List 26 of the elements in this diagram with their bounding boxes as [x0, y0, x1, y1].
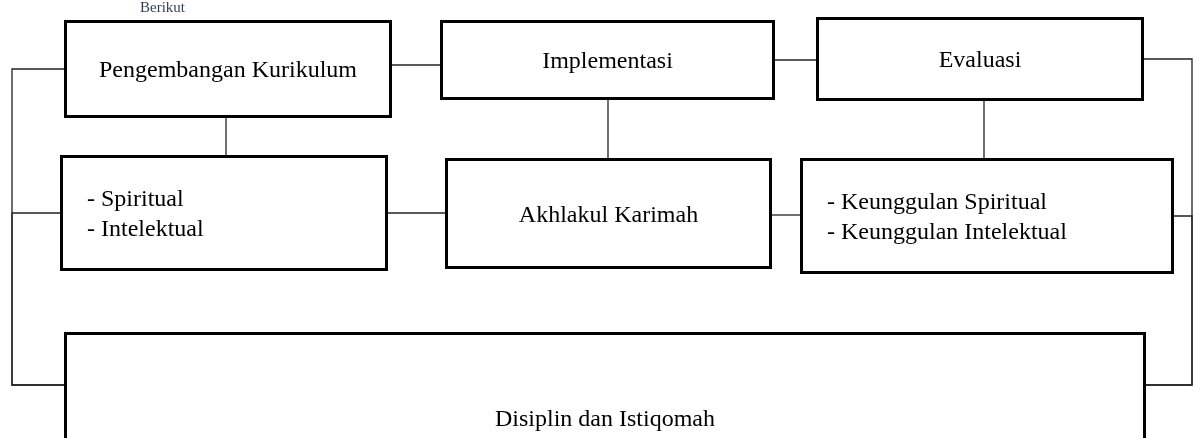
box-text: Implementasi	[542, 46, 673, 75]
wide-box	[64, 332, 1146, 438]
list-item: - Spiritual	[87, 184, 184, 213]
process-box	[445, 158, 772, 269]
connector-line	[387, 212, 446, 214]
connector-line	[391, 64, 441, 66]
process-box	[816, 17, 1144, 101]
box-text: Pengembangan Kurikulum	[99, 55, 357, 84]
list-box	[60, 155, 388, 271]
list-box	[800, 158, 1174, 274]
connector-line	[1145, 215, 1193, 386]
text-label: Berikut	[140, 0, 185, 16]
connector-line	[607, 99, 609, 159]
list-item: - Intelektual	[87, 214, 204, 243]
connector-line	[11, 212, 65, 386]
process-box	[64, 20, 392, 118]
connector-line	[225, 117, 227, 156]
connector-line	[774, 59, 817, 61]
box-text: Evaluasi	[938, 45, 1022, 74]
connector-line	[771, 214, 801, 216]
list-item: - Keunggulan Spiritual	[827, 187, 1047, 216]
connector-line	[983, 100, 985, 159]
list-item: - Keunggulan Intelektual	[827, 217, 1067, 246]
process-box	[440, 20, 775, 100]
box-text: Disiplin dan Istiqomah	[495, 404, 715, 433]
box-text: Akhlakul Karimah	[518, 199, 699, 229]
